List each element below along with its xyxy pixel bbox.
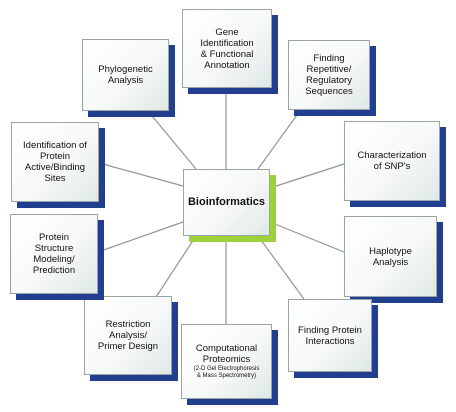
node-label: Computational Proteomics bbox=[195, 343, 258, 365]
node-label: Finding Repetitive/ Regulatory Sequences bbox=[305, 53, 353, 97]
node-haplotype-analysis: Haplotype Analysis bbox=[344, 216, 437, 297]
node-label: Identification of Protein Active/Binding… bbox=[23, 140, 87, 184]
connector-snp bbox=[269, 163, 345, 189]
node-label: Protein Structure Modeling/ Prediction bbox=[32, 232, 76, 276]
connector-protein-interactions bbox=[257, 235, 305, 300]
node-gene-identification: Gene Identification & Functional Annotat… bbox=[182, 9, 272, 88]
node-phylogenetic-analysis: Phylogenetic Analysis bbox=[82, 39, 169, 111]
connector-repetitive-sequences bbox=[257, 107, 303, 170]
node-repetitive-sequences: Finding Repetitive/ Regulatory Sequences bbox=[288, 40, 370, 110]
node-restriction-analysis: Restriction Analysis/ Primer Design bbox=[84, 296, 172, 375]
connector-haplotype bbox=[269, 221, 345, 253]
connector-phylogenetic bbox=[147, 110, 197, 170]
node-computational-proteomics: Computational Proteomics (2-D Gel Electr… bbox=[181, 324, 272, 399]
center-label: Bioinformatics bbox=[187, 196, 265, 208]
node-structure-modeling: Protein Structure Modeling/ Prediction bbox=[10, 214, 98, 294]
node-label: Gene Identification & Functional Annotat… bbox=[200, 26, 254, 71]
node-protein-interactions: Finding Protein Interactions bbox=[288, 299, 372, 372]
node-label: Characterization of SNP's bbox=[357, 150, 427, 172]
connector-binding-sites bbox=[98, 162, 184, 187]
connector-structure-modeling bbox=[97, 221, 184, 253]
node-sublabel: (2-D Gel Electrophoresis & Mass Spectrom… bbox=[193, 366, 260, 379]
node-snp-characterization: Characterization of SNP's bbox=[344, 121, 440, 201]
connector-restriction bbox=[155, 235, 197, 298]
center-node-bioinformatics: Bioinformatics bbox=[183, 169, 270, 236]
node-label: Haplotype Analysis bbox=[369, 245, 412, 268]
node-binding-sites: Identification of Protein Active/Binding… bbox=[11, 122, 99, 202]
node-label: Finding Protein Interactions bbox=[298, 324, 362, 347]
node-label: Phylogenetic Analysis bbox=[98, 64, 153, 86]
node-label: Restriction Analysis/ Primer Design bbox=[97, 319, 159, 352]
